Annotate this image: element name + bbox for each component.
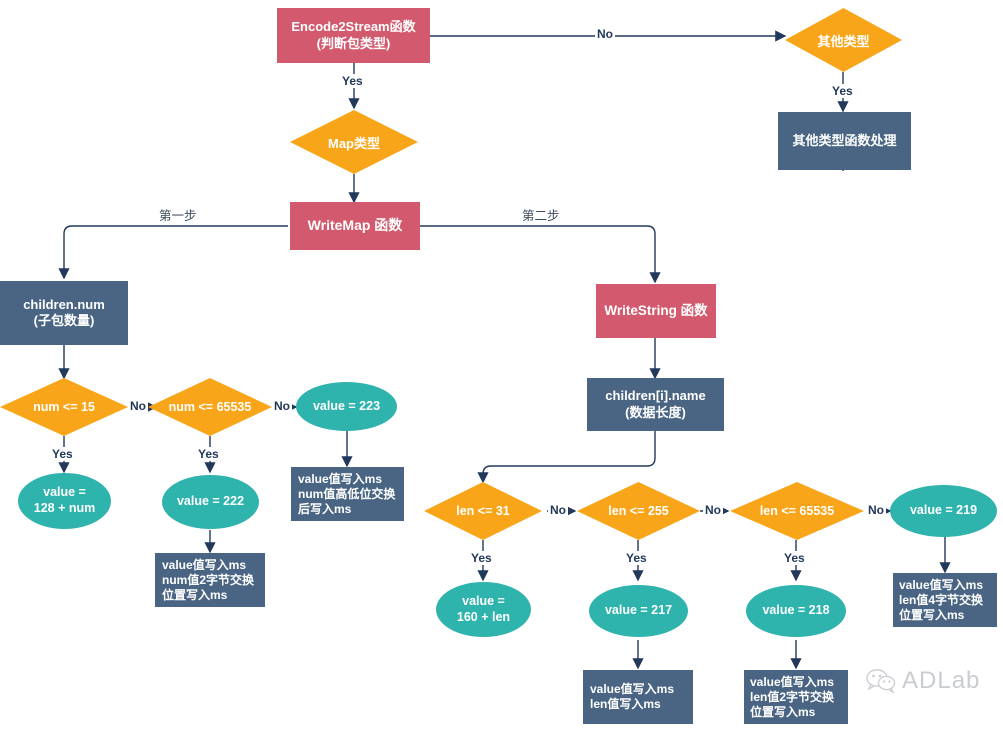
note-len-2byte-line3: 位置写入ms — [750, 704, 816, 719]
edge-label-yes-other: Yes — [830, 84, 855, 98]
node-map-type-label: Map类型 — [327, 135, 380, 151]
edge-label-yes-len255: Yes — [624, 551, 649, 565]
node-value-218-label: value = 218 — [762, 603, 830, 618]
node-len-le-255[interactable]: len <= 255 — [577, 482, 700, 540]
note-num-2byte-line1: value值写入ms — [162, 557, 247, 572]
note-num-2byte[interactable]: value值写入ms num值2字节交换 位置写入ms — [155, 553, 265, 607]
node-value-217[interactable]: value = 217 — [589, 585, 688, 637]
note-len-write-line2: len值写入ms — [590, 697, 661, 711]
note-len-2byte-line1: value值写入ms — [750, 674, 835, 689]
node-other-type-label: 其他类型 — [817, 33, 870, 49]
node-value-223-label: value = 223 — [312, 398, 381, 413]
node-num-le-15[interactable]: num <= 15 — [0, 378, 128, 436]
note-len-2byte[interactable]: value值写入ms len值2字节交换 位置写入ms — [744, 670, 848, 724]
diamond-shape — [730, 482, 864, 540]
note-len-4byte[interactable]: value值写入ms len值4字节交换 位置写入ms — [893, 573, 997, 627]
node-other-type-handler[interactable]: 其他类型函数处理 — [778, 112, 911, 170]
note-len-4byte-line3: 位置写入ms — [899, 607, 965, 622]
node-writestring[interactable]: WriteString 函数 — [596, 284, 716, 338]
edge-label-yes-len31: Yes — [469, 551, 494, 565]
node-value-219-label: value = 219 — [909, 503, 978, 518]
node-children-num[interactable]: children.num (子包数量) — [0, 281, 128, 345]
node-writestring-label: WriteString 函数 — [604, 302, 708, 318]
node-children-num-line1: children.num — [23, 296, 105, 312]
node-num-le-65535[interactable]: num <= 65535 — [148, 378, 272, 436]
node-children-name-line1: children[i].name — [605, 388, 706, 404]
node-writemap[interactable]: WriteMap 函数 — [290, 202, 420, 250]
note-len-4byte-line1: value值写入ms — [899, 577, 984, 592]
node-len-le-255-label: len <= 255 — [608, 504, 669, 518]
watermark-text: ADLab — [902, 667, 981, 694]
edge-label-no-len31: No — [548, 503, 568, 517]
node-len-le-65535[interactable]: len <= 65535 — [730, 482, 864, 540]
diamond-shape — [0, 378, 128, 436]
node-value-222[interactable]: value = 222 — [162, 475, 259, 529]
node-writemap-label: WriteMap 函数 — [307, 217, 403, 234]
note-len-2byte-line2: len值2字节交换 — [750, 689, 835, 704]
node-len-le-31-label: len <= 31 — [456, 504, 510, 518]
edge-label-no-num65535: No — [272, 399, 292, 413]
edge-label-yes-num65535: Yes — [196, 447, 221, 461]
node-other-type[interactable]: 其他类型 — [785, 8, 902, 72]
node-len-le-31[interactable]: len <= 31 — [424, 482, 542, 540]
node-children-name[interactable]: children[i].name (数据长度) — [587, 378, 724, 431]
note-num-swap-line1: value值写入ms — [298, 471, 383, 486]
diamond-shape — [785, 8, 902, 72]
node-map-type[interactable]: Map类型 — [290, 110, 418, 174]
note-num-2byte-line2: num值2字节交换 — [162, 572, 255, 587]
note-len-4byte-line2: len值4字节交换 — [899, 592, 984, 607]
diamond-shape — [424, 482, 542, 540]
node-value-160-len-line2: 160 + len — [456, 609, 511, 624]
note-len-write[interactable]: value值写入ms len值写入ms — [583, 670, 693, 724]
node-num-le-15-label: num <= 15 — [33, 400, 95, 414]
edge-label-yes-len65535: Yes — [782, 551, 807, 565]
node-value-160-len-line1: value = — [462, 593, 505, 608]
diamond-shape — [290, 110, 418, 174]
note-num-swap-line2: num值高低位交换 — [298, 486, 396, 501]
node-len-le-65535-label: len <= 65535 — [759, 504, 835, 518]
note-num-2byte-line3: 位置写入ms — [162, 587, 228, 602]
node-value-218[interactable]: value = 218 — [746, 585, 846, 637]
edge-label-yes-num15: Yes — [50, 447, 75, 461]
node-value-128-num-line1: value = — [43, 485, 86, 500]
node-encode2stream-line2: (判断包类型) — [316, 35, 391, 51]
watermark: ADLab — [866, 667, 980, 695]
edge-label-no-num15: No — [128, 399, 148, 413]
node-encode2stream[interactable]: Encode2Stream函数 (判断包类型) — [277, 8, 430, 63]
diamond-shape — [148, 378, 272, 436]
edge-label-no-len255: No — [703, 503, 723, 517]
wechat-icon — [866, 669, 896, 694]
node-value-128-num-line2: 128 + num — [33, 501, 96, 515]
node-children-num-line2: (子包数量) — [33, 313, 95, 328]
diamond-shape — [577, 482, 700, 540]
note-len-write-line1: value值写入ms — [590, 682, 675, 696]
node-value-222-label: value = 222 — [176, 494, 245, 509]
node-value-128-num[interactable]: value = 128 + num — [18, 473, 111, 529]
edge-label-step-one: 第一步 — [157, 205, 199, 224]
node-value-160-len[interactable]: value = 160 + len — [436, 582, 531, 637]
node-num-le-65535-label: num <= 65535 — [168, 400, 252, 414]
node-value-223[interactable]: value = 223 — [296, 382, 397, 431]
edge-label-step-two: 第二步 — [520, 205, 562, 224]
edge-label-no-len65535: No — [866, 503, 886, 517]
node-value-217-label: value = 217 — [604, 603, 673, 618]
edge-label-no-top: No — [595, 27, 615, 41]
node-other-type-handler-label: 其他类型函数处理 — [792, 132, 897, 148]
edge-label-yes-map: Yes — [340, 74, 365, 88]
node-value-219[interactable]: value = 219 — [890, 485, 997, 537]
note-num-swap[interactable]: value值写入ms num值高低位交换 后写入ms — [291, 467, 404, 521]
node-children-name-line2: (数据长度) — [625, 404, 686, 420]
note-num-swap-line3: 后写入ms — [298, 501, 352, 516]
node-encode2stream-line1: Encode2Stream函数 — [291, 19, 416, 35]
